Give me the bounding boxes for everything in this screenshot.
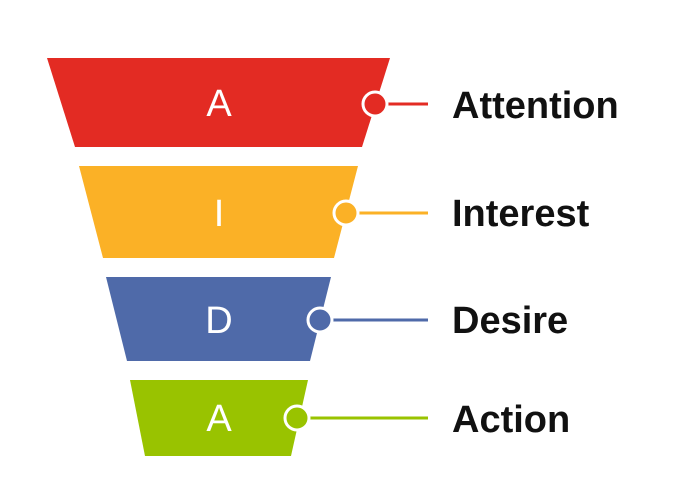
funnel-band-interest bbox=[79, 166, 358, 258]
stage-letter-attention: A bbox=[206, 83, 232, 125]
connector-dot-action bbox=[283, 404, 311, 432]
connector-dot-attention bbox=[361, 90, 389, 118]
stage-label-action: Action bbox=[452, 399, 570, 441]
connector-dot-interest bbox=[332, 199, 360, 227]
funnel-stage-action: A Action bbox=[130, 380, 570, 456]
funnel-band-attention bbox=[47, 58, 390, 147]
stage-label-desire: Desire bbox=[452, 300, 568, 342]
stage-label-interest: Interest bbox=[452, 193, 590, 235]
funnel-stage-attention: A Attention bbox=[47, 58, 619, 147]
connector-dot-desire bbox=[306, 306, 334, 334]
stage-label-attention: Attention bbox=[452, 85, 619, 127]
funnel-stage-desire: D Desire bbox=[106, 277, 568, 361]
stage-letter-interest: I bbox=[214, 193, 225, 235]
stage-letter-action: A bbox=[206, 398, 232, 440]
funnel-band-desire bbox=[106, 277, 331, 361]
funnel-band-action bbox=[130, 380, 308, 456]
stage-letter-desire: D bbox=[205, 300, 232, 342]
funnel-stage-interest: I Interest bbox=[79, 166, 590, 258]
